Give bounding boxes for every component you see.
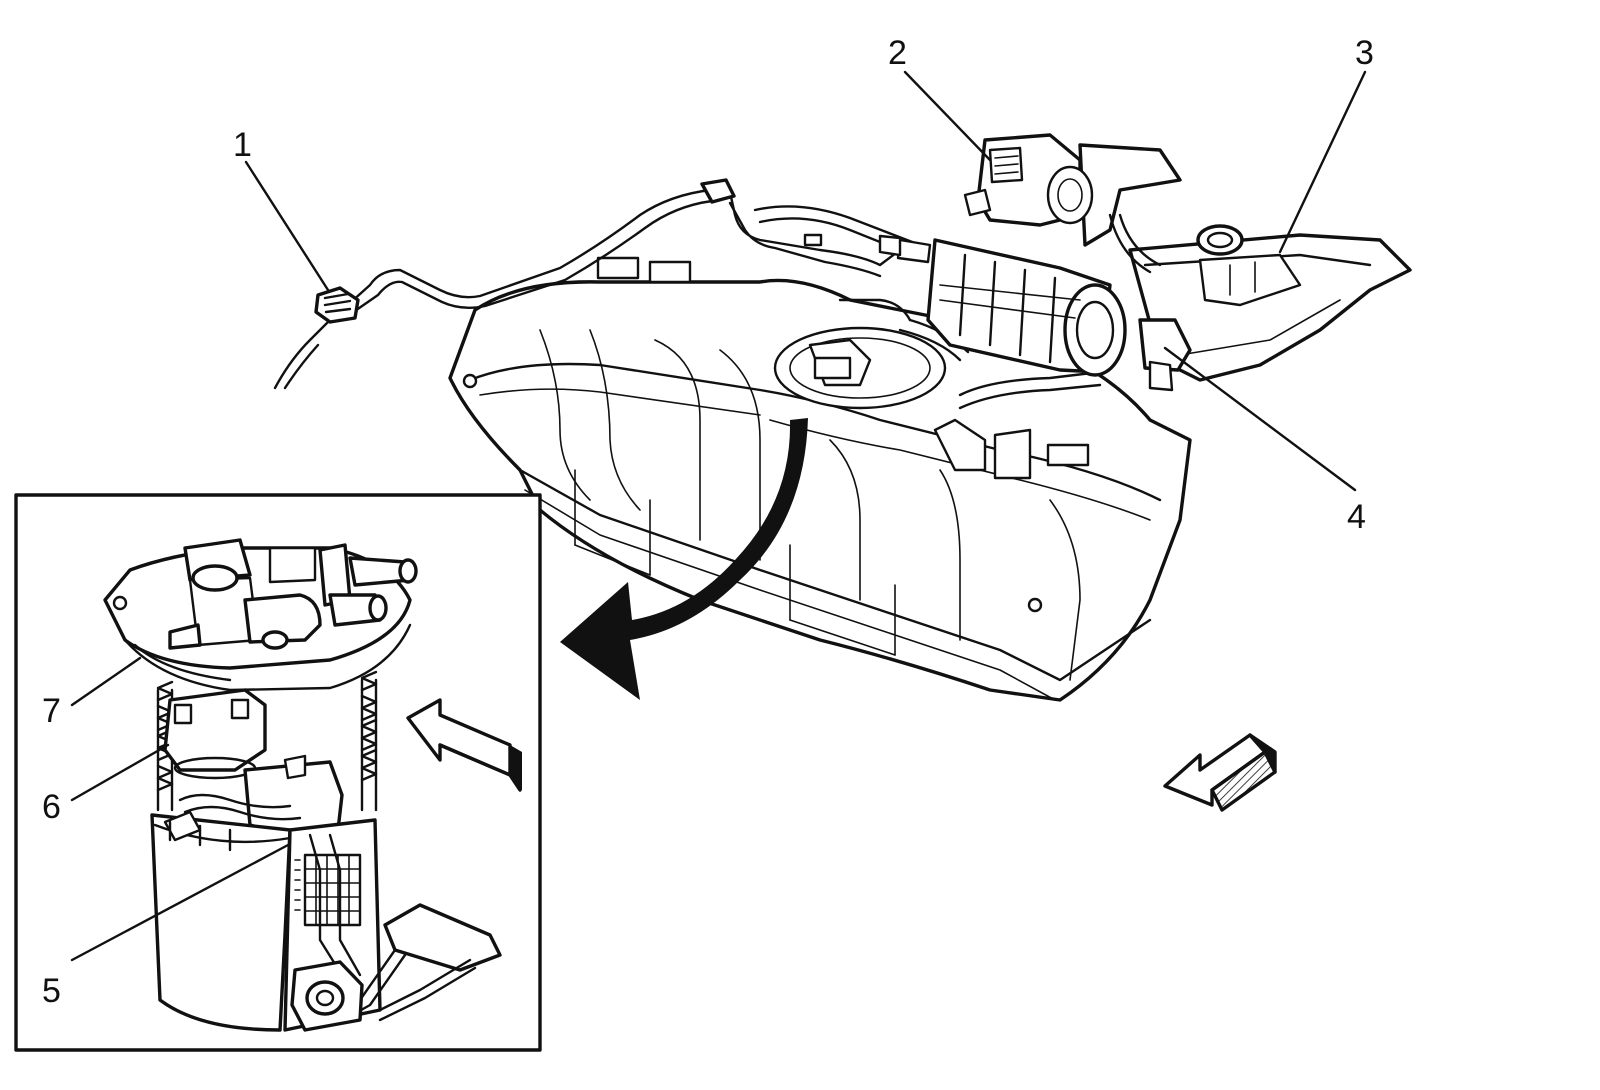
detail-view-arrow [560,418,808,700]
fuel-lines [273,178,1102,410]
callout-3: 3 [1355,34,1374,72]
leader-1 [244,160,330,292]
callout-6: 6 [42,788,61,826]
callout-5: 5 [42,972,61,1010]
fuel-pump-module-inset [14,493,542,1052]
leader-3 [1278,70,1367,254]
leader-4 [1163,346,1357,492]
callout-2: 2 [888,34,907,72]
leader-lines [70,70,1367,962]
leader-5 [70,843,290,962]
leader-2 [903,70,992,162]
callout-4: 4 [1347,498,1366,536]
front-direction-arrow [1163,733,1277,812]
callout-7: 7 [42,692,61,730]
evap-canister-assembly [878,133,1412,392]
callout-labels: 1 2 3 4 5 6 7 [42,34,1374,1010]
fuel-tank [448,256,1192,702]
callout-1: 1 [233,126,252,164]
leader-7 [70,656,142,707]
leader-6 [70,743,170,802]
inset-direction-arrow [406,698,522,792]
